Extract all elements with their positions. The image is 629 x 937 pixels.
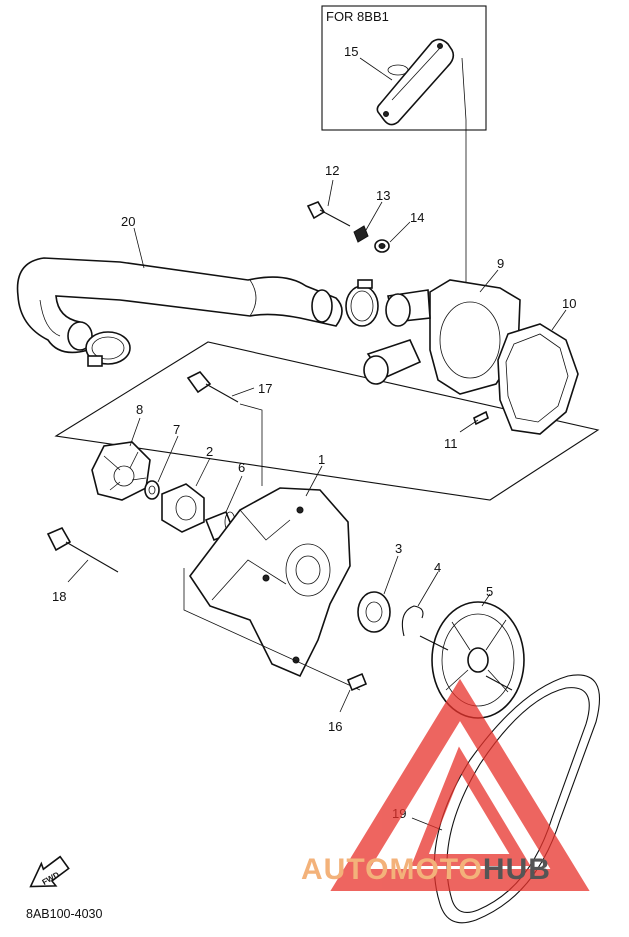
relation-line-15-9: [461, 57, 467, 300]
watermark-text: AUTOMOTOHUB: [301, 853, 551, 887]
callout-10: 10: [562, 296, 576, 311]
part-14-nut: [374, 239, 390, 253]
part-4-circlip: [401, 605, 424, 637]
callout-4: 4: [434, 560, 441, 575]
hose-clamp-right: [345, 279, 379, 327]
assembly-outline: [54, 341, 600, 501]
part-17-bolt: [186, 371, 239, 403]
fwd-arrow-icon: FWD: [29, 855, 70, 888]
part-3-bearing: [357, 591, 391, 633]
callout-13: 13: [376, 188, 390, 203]
watermark-text-part2: HUB: [482, 853, 551, 886]
callout-2: 2: [206, 444, 213, 459]
variant-box: [321, 5, 487, 131]
callout-12: 12: [325, 163, 339, 178]
callout-7: 7: [173, 422, 180, 437]
callout-1: 1: [318, 452, 325, 467]
watermark-text-part1: AUTOMOTO: [301, 853, 483, 886]
callout-11: 11: [444, 436, 458, 451]
callout-20: 20: [121, 214, 135, 229]
watermark-logo-icon: [330, 678, 590, 891]
part-12-bolt: [306, 201, 351, 227]
callout-16: 16: [328, 719, 342, 734]
callout-14: 14: [410, 210, 424, 225]
callout-17: 17: [258, 381, 272, 396]
hose-clamp-left: [85, 331, 131, 367]
part-11-dowel-pin: [473, 410, 489, 426]
part-20-hose: [16, 257, 343, 354]
callout-9: 9: [497, 256, 504, 271]
drawing-code: 8AB100-4030: [26, 907, 103, 921]
part-9-housing-cover: [363, 279, 521, 395]
callout-3: 3: [395, 541, 402, 556]
callout-8: 8: [136, 402, 143, 417]
part-1-pump-body: [189, 487, 351, 678]
callout-5: 5: [486, 584, 493, 599]
part-2-seal: [161, 483, 205, 533]
leader-lines: [67, 57, 567, 831]
part-13-washer: [353, 225, 369, 243]
part-18-bolt: [46, 526, 119, 573]
callout-15: 15: [344, 44, 358, 59]
callout-6: 6: [238, 460, 245, 475]
relation-line-1: [183, 568, 361, 691]
callout-18: 18: [52, 589, 66, 604]
part-7-washer: [144, 480, 160, 500]
part-15-cover-plate: [376, 38, 455, 126]
variant-box-label: FOR 8BB1: [326, 9, 389, 24]
part-8-impeller: [91, 441, 151, 501]
callout-labels: 20 15 12 13 14 9 10 11 17 8 7 2 6 1 3 4 …: [52, 44, 576, 821]
part-16-dowel-pin: [346, 672, 368, 692]
part-10-gasket: [497, 323, 579, 435]
